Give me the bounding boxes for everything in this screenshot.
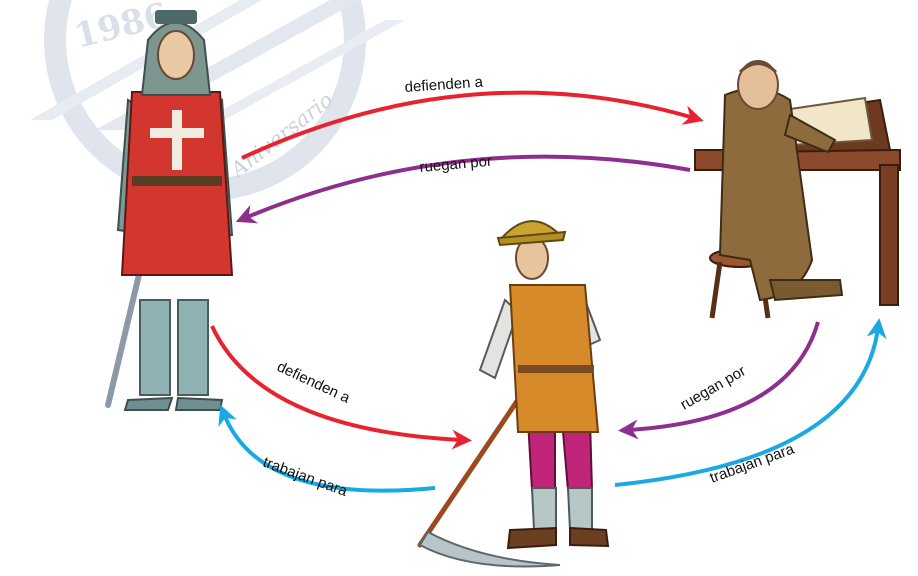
monk-figure [694, 60, 901, 319]
arrow-knight-to-monk [241, 90, 704, 160]
label-peasant-to-monk: trabajan para [708, 440, 797, 486]
arrow-peasant-to-knight [218, 404, 436, 493]
arrow-monk-to-knight [235, 154, 691, 224]
peasant-figure [417, 220, 610, 568]
label-monk-to-knight: ruegan por [419, 153, 493, 176]
knight-figure [105, 10, 234, 411]
arrow-knight-to-peasant [210, 325, 472, 450]
arrow-peasant-to-monk [614, 318, 887, 487]
label-knight-to-monk: defienden a [404, 74, 484, 96]
arrow-monk-to-peasant [618, 321, 820, 440]
label-peasant-to-knight: trabajan para [261, 454, 350, 500]
